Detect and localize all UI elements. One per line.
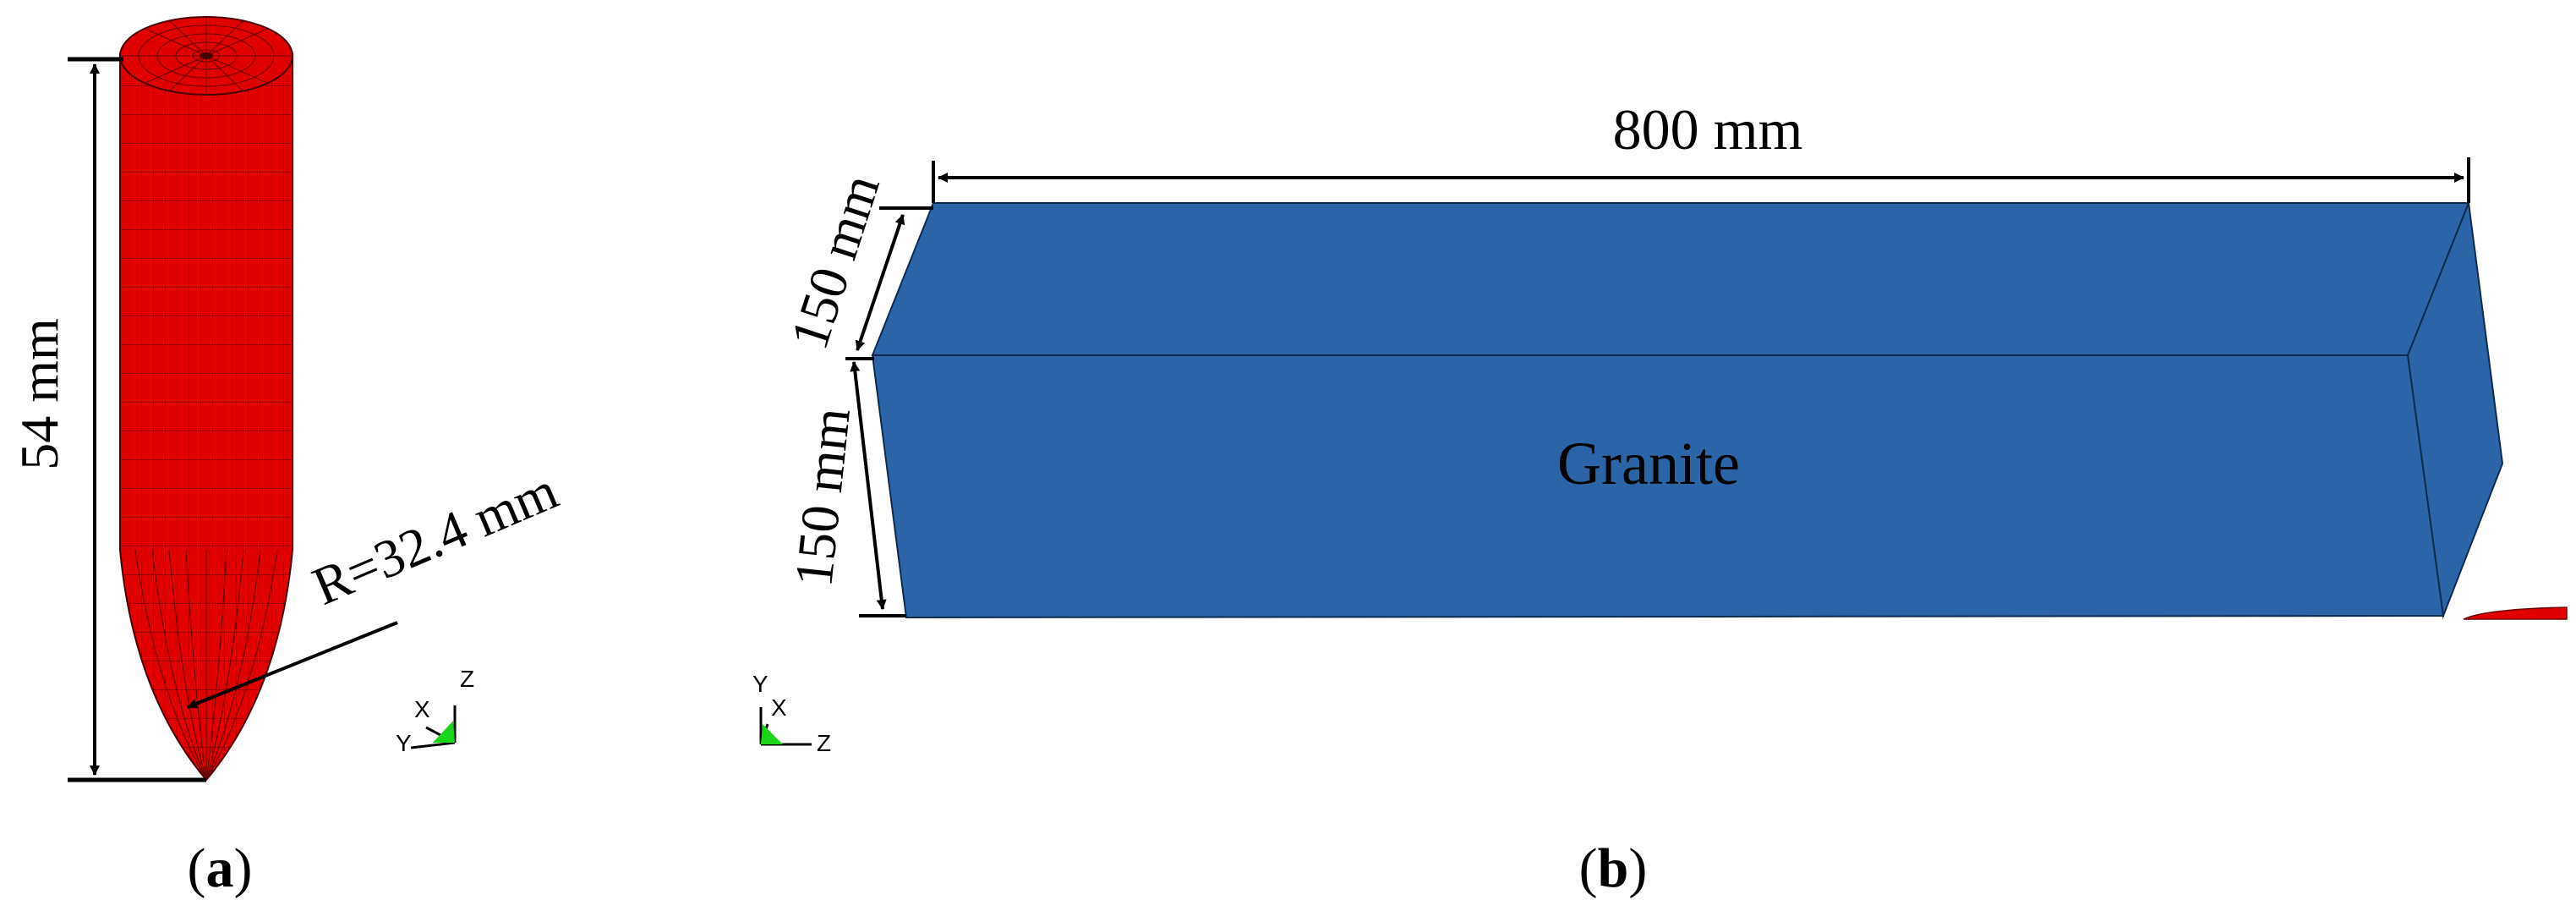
triad-a-y-label: Y <box>396 730 412 756</box>
triad-b-z-label: Z <box>817 730 831 756</box>
triad-b-x-label: X <box>771 694 787 721</box>
panel-a: 54 mm R=32.4 mm Y X Z (a) <box>9 16 566 899</box>
granite-block: Granite <box>871 200 2504 619</box>
height-label-b: 150 mm <box>783 405 861 590</box>
depth-label: 150 mm <box>779 167 891 356</box>
triad-a-x-label: X <box>414 696 430 722</box>
triad-a-z-label: Z <box>460 666 474 692</box>
length-label: 800 mm <box>1613 97 1803 162</box>
block-top-face <box>871 202 2470 356</box>
length-dimension: 800 mm <box>932 97 2470 203</box>
projectile-mesh <box>119 16 293 782</box>
triad-b-y-label: Y <box>752 671 768 697</box>
radius-label: R=32.4 mm <box>304 460 566 617</box>
height-dimension-a: 54 mm <box>9 57 206 782</box>
block-side-face <box>2406 200 2504 619</box>
panel-b: Granite 800 mm 150 mm 150 mm <box>752 97 2568 899</box>
axis-triad-a: Y X Z <box>396 666 474 756</box>
panel-b-label: (b) <box>1579 837 1648 899</box>
axis-triad-b: Y X Z <box>752 671 831 756</box>
material-label: Granite <box>1557 430 1740 497</box>
projectile-sliver-b <box>2463 606 2568 620</box>
panel-a-label: (a) <box>188 837 253 899</box>
height-label-a: 54 mm <box>9 318 69 470</box>
